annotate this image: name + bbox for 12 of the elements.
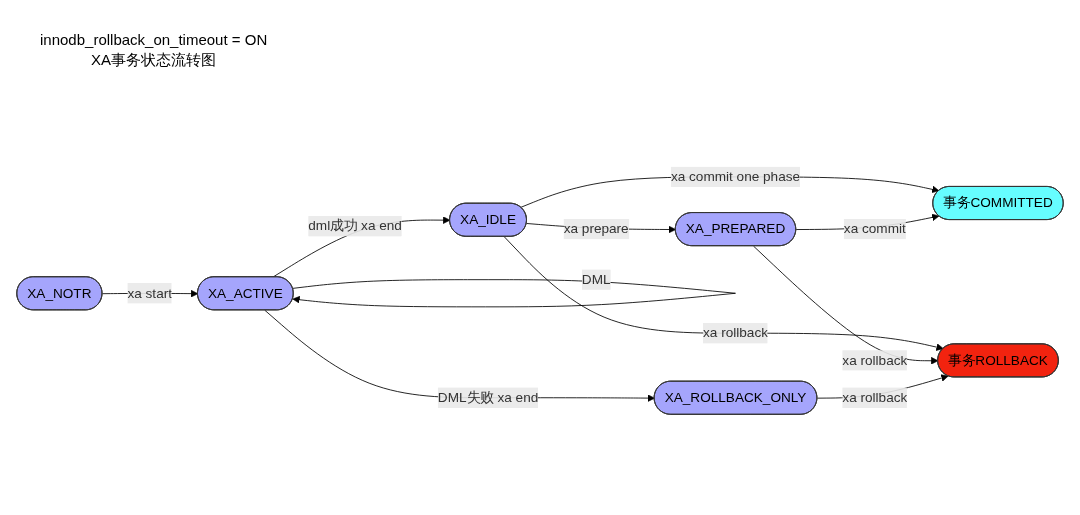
edge-label: xa rollback (842, 389, 908, 405)
edge-label: xa rollback (703, 325, 768, 340)
note-text: innodb_rollback_on_timeout = ON (40, 30, 268, 50)
diagram-title: XA事务状态流转图 (90, 50, 218, 70)
edge-label: xa commit one phase (670, 168, 801, 184)
edge-label: xa prepare (563, 220, 629, 236)
edge-label: DML (581, 271, 611, 286)
edge-label: dml成功 xa end (308, 218, 402, 233)
edge-label: xa commit (843, 220, 906, 236)
edge-label: xa rollback (842, 352, 908, 367)
edge-label: DML失败 xa end (437, 389, 539, 405)
edge-label: xa start (127, 285, 172, 300)
